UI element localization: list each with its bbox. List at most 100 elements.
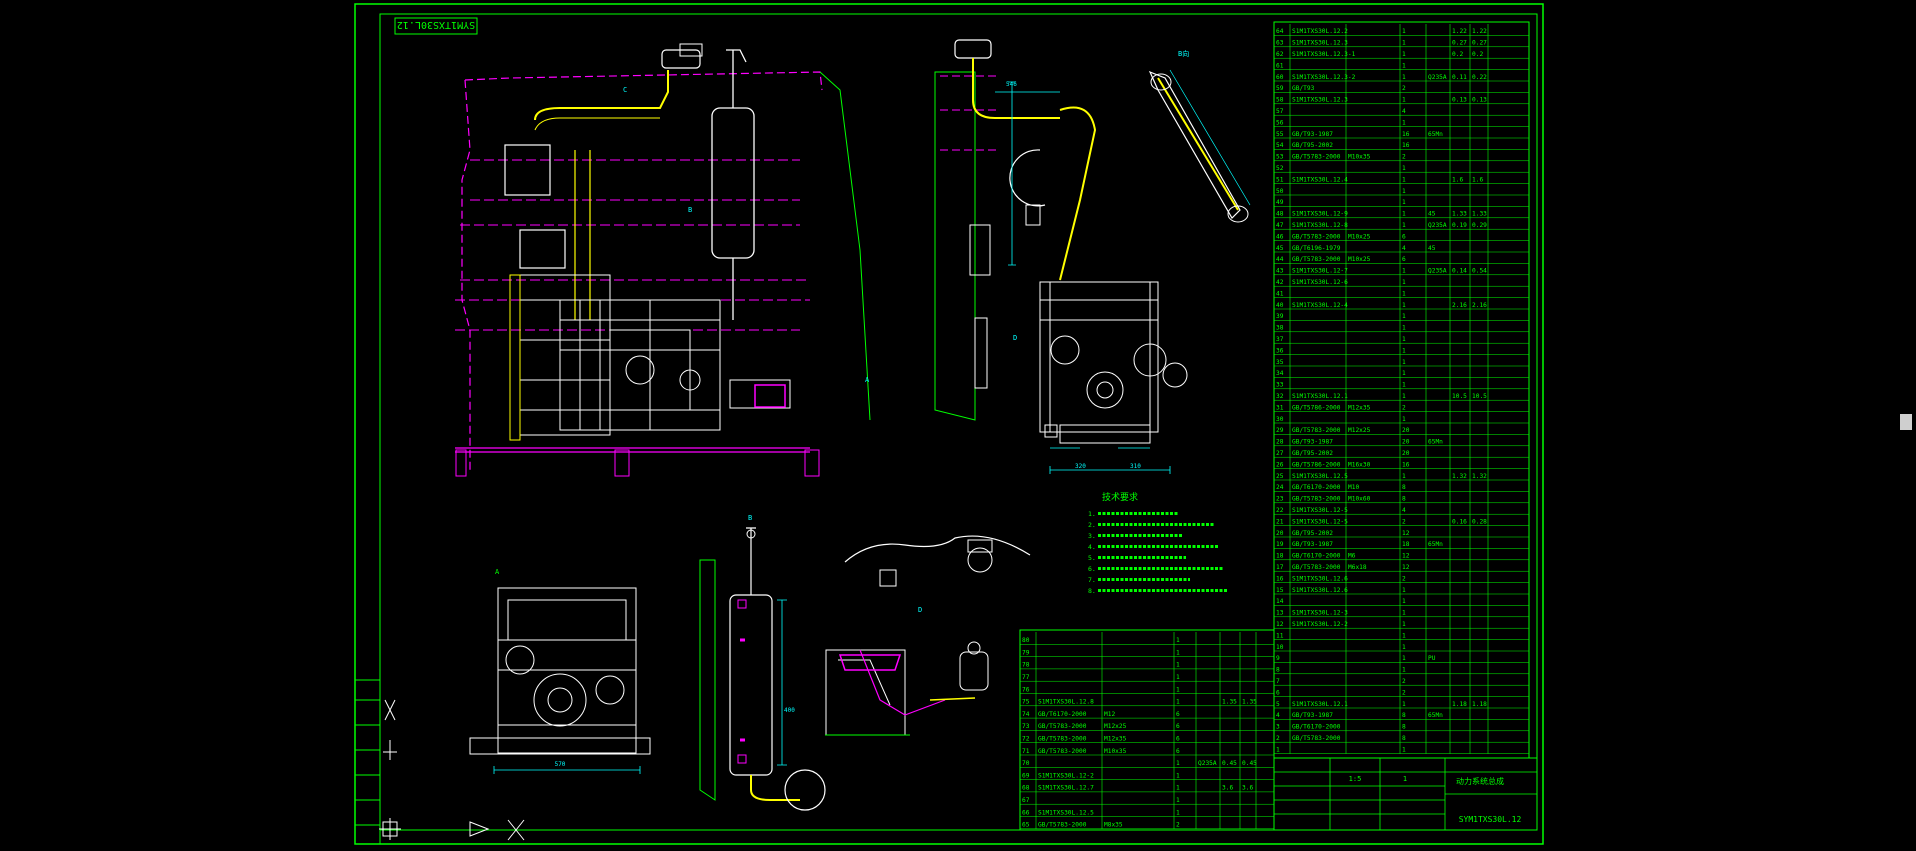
main-side-view[interactable]: C B A (455, 43, 871, 477)
exhaust-bracket-view[interactable]: 400 B D (699, 514, 989, 811)
front-view[interactable]: 546 D 320 310 (934, 39, 1188, 474)
table-cell: 40 (1276, 302, 1284, 309)
table-cell: 1 (1402, 632, 1406, 639)
table-cell: S1M1TXS30L.12.5 (1292, 473, 1348, 480)
table-cell: M12 (1104, 711, 1115, 718)
scrollbar-thumb[interactable] (1900, 414, 1912, 430)
svg-text:D: D (1013, 334, 1017, 342)
title-block[interactable]: 动力系统总成 SYM1TXS30L.12 1:5 1 (1273, 757, 1538, 831)
table-cell: 24 (1276, 484, 1284, 491)
pipe-detail-view[interactable]: B向 (1148, 49, 1251, 223)
table-cell: 51 (1276, 176, 1284, 183)
engine-end-view[interactable]: A 570 (469, 568, 651, 774)
fuel-line-detail[interactable] (844, 535, 1031, 587)
vertical-scrollbar[interactable] (1896, 0, 1916, 847)
table-cell: M6x18 (1348, 564, 1367, 571)
